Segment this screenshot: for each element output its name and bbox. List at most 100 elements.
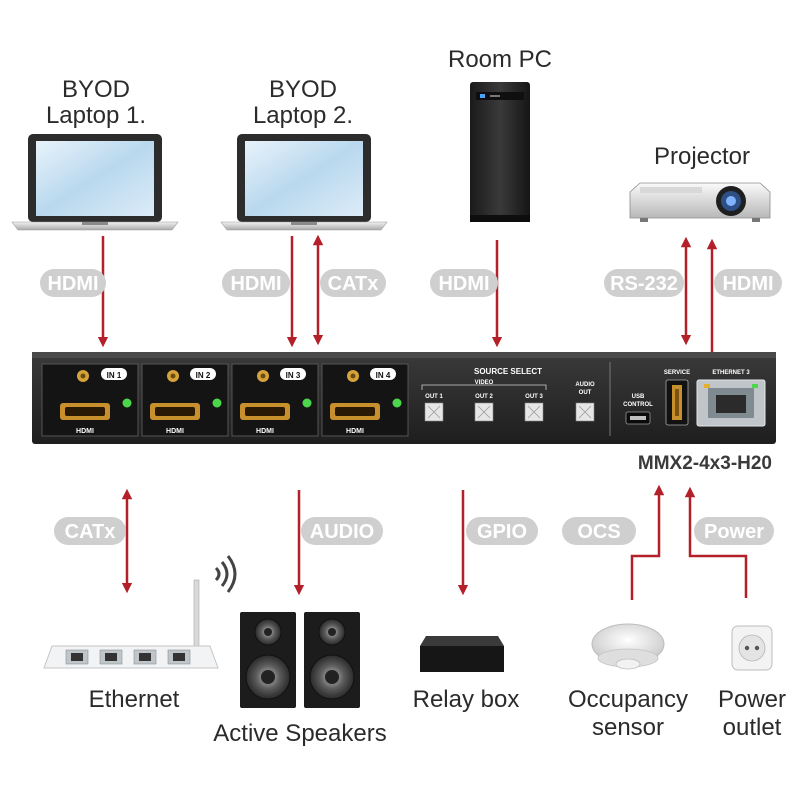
- power-outlet-label-line2: outlet: [723, 714, 782, 741]
- in1-port-label: HDMI: [76, 428, 94, 435]
- input-in4: IN 4 HDMI: [321, 363, 409, 437]
- source-select-label: SOURCE SELECT: [474, 367, 542, 376]
- in2-led: [212, 398, 222, 408]
- pill-hdmi-3: HDMI: [430, 269, 498, 297]
- occupancy-sensor-icon: [591, 623, 665, 670]
- top-arrows: [97, 234, 718, 352]
- audio-out-button[interactable]: [575, 402, 595, 422]
- relay-box-label: Relay box: [413, 686, 520, 713]
- usb-control-port: USB CONTROL: [623, 394, 653, 425]
- wifi-signal-icon: [214, 555, 237, 593]
- in3-port-label: HDMI: [256, 428, 274, 435]
- speaker-right-icon: [304, 612, 360, 708]
- service-port: SERVICE: [664, 370, 690, 426]
- ethernet3-port: ETHERNET 3: [696, 370, 766, 427]
- in4-led: [392, 398, 402, 408]
- laptop-2-label-line1: BYOD: [269, 76, 337, 103]
- in4-tag: IN 4: [376, 371, 391, 380]
- projector-label: Projector: [654, 143, 750, 170]
- occupancy-label-line2: sensor: [592, 714, 664, 741]
- occupancy-label-line1: Occupancy: [568, 686, 688, 713]
- power-outlet-icon: [731, 625, 773, 671]
- pill-audio: AUDIO: [301, 517, 383, 545]
- in3-tag: IN 3: [286, 371, 301, 380]
- ethernet-label: Ethernet: [89, 686, 180, 713]
- pill-hdmi-2: HDMI: [222, 269, 290, 297]
- power-outlet-label-line1: Power: [718, 686, 786, 713]
- occupancy-sensor: Occupancy sensor: [568, 623, 688, 741]
- model-label: MMX2-4x3-H20: [638, 453, 772, 474]
- projector-icon: [629, 182, 771, 222]
- pill-hdmi-1-text: HDMI: [47, 273, 98, 295]
- out3-label: OUT 3: [525, 394, 543, 400]
- pill-catx-top-text: CATx: [328, 273, 379, 295]
- input-in2: IN 2 HDMI: [141, 363, 229, 437]
- pill-rs232-text: RS-232: [610, 273, 678, 295]
- video-label: VIDEO: [475, 380, 494, 386]
- relay-box-icon: [420, 636, 504, 672]
- pill-catx-top: CATx: [320, 269, 386, 297]
- pill-hdmi-3-text: HDMI: [438, 273, 489, 295]
- pill-gpio-text: GPIO: [477, 521, 527, 543]
- usb-label-2: CONTROL: [623, 402, 653, 408]
- laptop-2-label-line2: Laptop 2.: [253, 102, 353, 129]
- pill-hdmi-2-text: HDMI: [230, 273, 281, 295]
- ethernet-switch: Ethernet: [43, 555, 237, 713]
- bottom-arrows: [121, 484, 748, 600]
- in2-port-label: HDMI: [166, 428, 184, 435]
- matrix-switcher: IN 1 HDMI IN 2 HDMI IN 3 HDMI: [32, 352, 776, 444]
- laptop-1-icon: [11, 134, 179, 231]
- pill-audio-text: AUDIO: [310, 521, 374, 543]
- power-outlet: Power outlet: [718, 625, 786, 741]
- projector: Projector: [629, 143, 771, 222]
- pc-tower-icon: [470, 82, 530, 222]
- pill-hdmi-out-text: HDMI: [722, 273, 773, 295]
- speaker-left-icon: [240, 612, 296, 708]
- pill-catx: CATx: [54, 517, 126, 545]
- out3-button[interactable]: [524, 402, 544, 422]
- pill-ocs-text: OCS: [577, 521, 620, 543]
- usb-label-1: USB: [632, 394, 645, 400]
- in1-tag: IN 1: [107, 371, 122, 380]
- in3-led: [302, 398, 312, 408]
- pill-gpio: GPIO: [466, 517, 538, 545]
- out1-label: OUT 1: [425, 394, 443, 400]
- laptop-2-icon: [220, 134, 388, 231]
- ethernet3-label: ETHERNET 3: [712, 370, 750, 376]
- pill-hdmi-out: HDMI: [714, 269, 782, 297]
- relay-box: Relay box: [413, 636, 520, 713]
- active-speakers: Active Speakers: [213, 612, 387, 747]
- line-power-outlet: [684, 486, 748, 598]
- room-pc-label: Room PC: [448, 46, 552, 73]
- in4-port-label: HDMI: [346, 428, 364, 435]
- pill-rs232: RS-232: [604, 269, 684, 297]
- line-ocs-sensor: [630, 484, 665, 600]
- laptop-1-label-line1: BYOD: [62, 76, 130, 103]
- in2-tag: IN 2: [196, 371, 211, 380]
- top-pills: HDMI HDMI CATx HDMI RS-232 HDMI: [40, 269, 782, 297]
- audio-out-label-2: OUT: [579, 390, 592, 396]
- laptop-1: BYOD Laptop 1.: [11, 76, 179, 231]
- bottom-pills: CATx AUDIO GPIO OCS Power: [54, 517, 774, 545]
- out2-button[interactable]: [474, 402, 494, 422]
- room-pc: Room PC: [448, 46, 552, 222]
- pill-catx-text: CATx: [65, 521, 116, 543]
- pill-power: Power: [694, 517, 774, 545]
- pill-power-text: Power: [704, 521, 764, 543]
- ethernet-ports-icon: [65, 649, 191, 665]
- service-label: SERVICE: [664, 370, 690, 376]
- pill-hdmi-1: HDMI: [40, 269, 106, 297]
- input-in1: IN 1 HDMI: [41, 363, 139, 437]
- input-in3: IN 3 HDMI: [231, 363, 319, 437]
- laptop-2: BYOD Laptop 2.: [220, 76, 388, 231]
- out2-label: OUT 2: [475, 394, 493, 400]
- source-select-panel: SOURCE SELECT VIDEO OUT 1 OUT 2 OUT 3 AU…: [421, 367, 595, 422]
- pill-ocs: OCS: [562, 517, 636, 545]
- audio-out-label-1: AUDIO: [575, 382, 595, 388]
- laptop-1-label-line2: Laptop 1.: [46, 102, 146, 129]
- out1-button[interactable]: [424, 402, 444, 422]
- in1-led: [122, 398, 132, 408]
- speakers-label: Active Speakers: [213, 720, 386, 747]
- antenna: [193, 579, 200, 647]
